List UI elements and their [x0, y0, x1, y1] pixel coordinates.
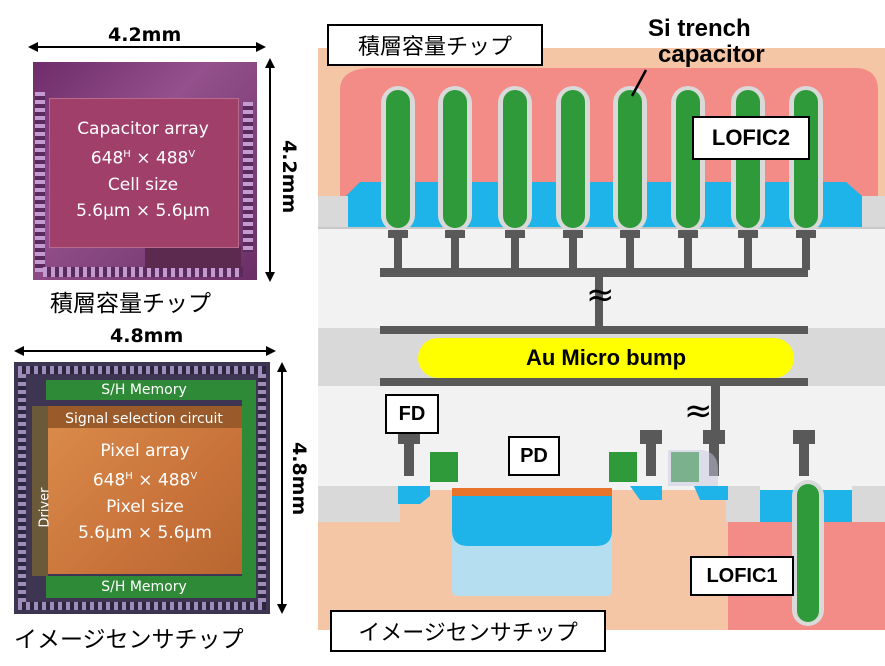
top-chip-line3: Cell size [107, 174, 179, 195]
upper-gray-left [318, 196, 348, 228]
bottom-chip-pixel-line4: 5.6μm × 5.6μm [78, 522, 212, 543]
break-symbol-lower: ≈ [684, 391, 713, 431]
pd-label: PD [508, 436, 560, 476]
upper-down-via [595, 277, 603, 331]
stack-chip-label: 積層容量チップ [327, 24, 543, 66]
micro-bump-label: Au Micro bump [525, 345, 687, 370]
top-chip-width-arrow [28, 42, 266, 52]
top-chip-caption: 積層容量チップ [50, 291, 211, 317]
break-symbol-upper: ≈ [586, 275, 615, 315]
upper-via-8 [796, 230, 816, 270]
top-chip-height-arrow [265, 58, 275, 282]
lofic1-trench [797, 484, 819, 622]
trench-label-line2: capacitor [658, 41, 765, 68]
upper-vias [388, 230, 816, 270]
bottom-chip-width-arrow [14, 346, 276, 356]
top-chip-photo [33, 62, 257, 280]
trench-5 [618, 90, 642, 228]
bottom-chip-height-label: 4.8mm [288, 442, 310, 516]
cross-section-diagram: ≈ ≈ [318, 48, 885, 630]
trench-3 [503, 90, 527, 228]
upper-via-6 [678, 230, 698, 270]
lower-bump-wire [380, 378, 808, 386]
lower-gray-left [318, 486, 400, 522]
trench-label-line1: Si trench [648, 15, 751, 42]
mid-diffusion [630, 486, 662, 500]
upper-via-5 [620, 230, 640, 270]
upper-blue-region [346, 182, 862, 228]
lower-gray-right [852, 486, 885, 522]
trench-label: Si trench capacitor [648, 16, 765, 68]
upper-wire [380, 268, 808, 277]
upper-via-1 [388, 230, 408, 270]
trench-1 [386, 90, 410, 228]
pd-region [452, 492, 612, 546]
sensor-chip-label: イメージセンサチップ [330, 610, 606, 652]
bottom-chip-width-label: 4.8mm [110, 325, 184, 347]
bottom-chip-sh-bottom: S/H Memory [101, 579, 187, 595]
top-chip-line1: Capacitor array [77, 119, 209, 139]
lofic1-label: LOFIC1 [690, 556, 794, 596]
upper-via-7 [738, 230, 758, 270]
bottom-chip-pixel-line3: Pixel size [106, 496, 184, 517]
trench-pointer [630, 69, 648, 97]
upper-via-2 [445, 230, 465, 270]
gate-left [430, 452, 458, 482]
trench-2 [443, 90, 467, 228]
fd-diffusion [398, 486, 430, 504]
top-chip-line2: 648H × 488V [90, 148, 196, 169]
gate-mid [609, 452, 637, 482]
bottom-chip-photo [14, 362, 270, 614]
bottom-chip-caption: イメージセンサチップ [14, 627, 244, 653]
top-chip-width-label: 4.2mm [108, 24, 182, 46]
trench-4 [561, 90, 585, 228]
bottom-chip-height-arrow [277, 362, 287, 614]
lower-down-via [711, 386, 720, 438]
upper-gray-right [862, 196, 885, 228]
right-diffusion [694, 486, 728, 500]
bottom-chip-pixel-line2: 648H × 488V [92, 470, 198, 491]
bottom-chip-signal-selection: Signal selection circuit [65, 411, 223, 427]
top-chip-line4: 5.6μm × 5.6μm [76, 200, 210, 221]
bottom-chip-pixel-text: Pixel array 648H × 488V Pixel size 5.6μm… [48, 438, 242, 546]
bottom-chip-driver: Driver [37, 487, 53, 528]
pd-surface-strip [452, 488, 612, 496]
bottom-chip-sh-top: S/H Memory [101, 382, 187, 398]
bottom-chip-pixel-line1: Pixel array [100, 441, 190, 461]
top-chip-text: Capacitor array 648H × 488V Cell size 5.… [49, 116, 237, 224]
au-micro-bump [418, 338, 794, 378]
lower-gray-mid [726, 486, 760, 522]
lofic2-label: LOFIC2 [692, 116, 810, 160]
upper-via-4 [563, 230, 583, 270]
top-chip-height-label: 4.2mm [278, 140, 300, 214]
upper-bump-wire [380, 326, 808, 334]
lower-contacts [398, 430, 815, 476]
upper-via-3 [505, 230, 525, 270]
fd-label: FD [385, 394, 439, 434]
